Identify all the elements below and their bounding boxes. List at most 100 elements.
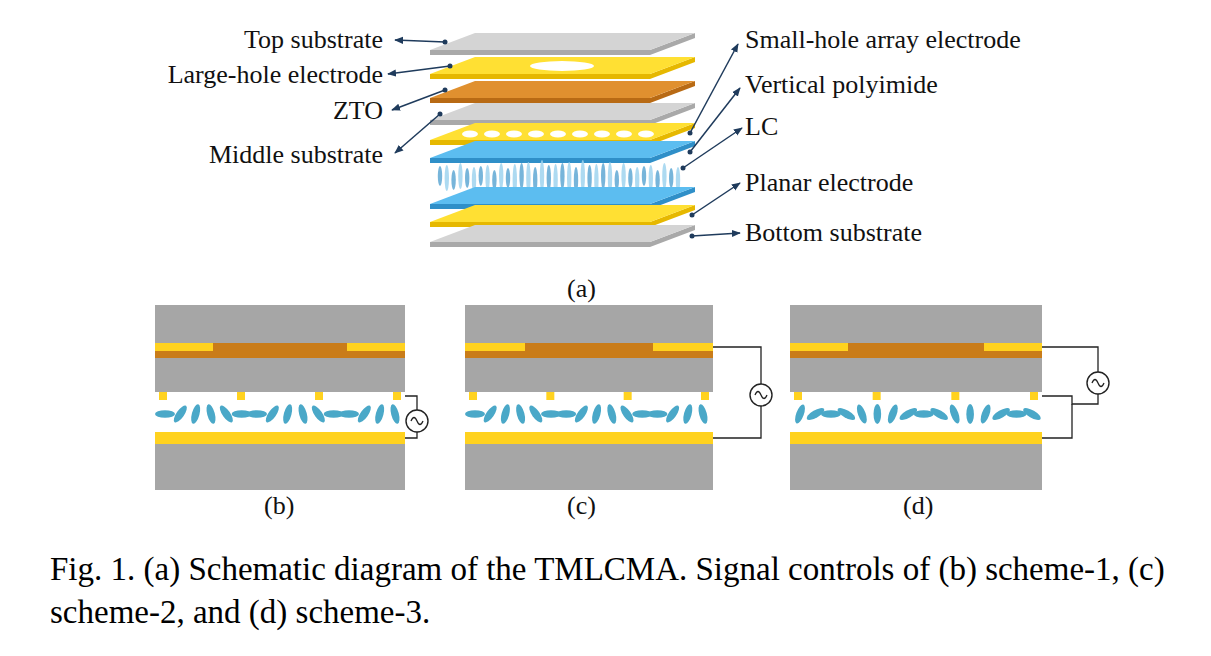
lc-molecule-section [979,403,993,424]
large-hole-electrode-section [790,343,848,351]
small-hole [506,131,522,138]
lc-molecule-section [481,404,499,425]
leader-dot [438,112,443,117]
cross-section-panel [790,305,1109,490]
wire [405,396,417,410]
plate-side [430,205,695,227]
lc-molecule [438,166,442,186]
middle-substrate-section [790,358,1042,392]
zto-section [790,343,1042,358]
panel-label: (c) [567,493,596,519]
large-hole-electrode-section [653,343,713,351]
top-substrate-section [790,305,1042,343]
leader-dot [681,166,686,171]
lc-molecule-section [1007,410,1027,418]
lc-molecule-section [171,404,189,425]
lc-molecule-section [355,404,373,425]
small-hole [528,131,544,138]
small-hole-electrode-section [315,392,323,400]
small-hole-electrode-section [873,392,881,400]
lc-molecule-section [590,403,603,424]
leader-line [683,128,742,168]
ac-symbol [755,392,767,399]
small-hole-electrode-section [1030,392,1038,400]
lc-molecule [519,163,523,189]
zto-section [465,343,713,358]
small-hole-electrode-section [469,392,477,400]
large-hole-electrode-section [347,343,405,351]
part-label: Large-hole electrode [168,62,383,88]
lc-molecule-section [189,403,202,424]
planar-electrode-section [790,432,1042,444]
lc-molecule-section [499,403,512,424]
zto-layer [430,81,695,103]
top-substrate-section [155,305,405,343]
small-hole-electrode-section [546,392,554,400]
plate-top [430,81,695,98]
lc-molecule-section [697,403,710,424]
lc-molecule-section [948,403,962,424]
plate-top [430,103,695,120]
plate-side [430,141,695,163]
lc-molecule [499,163,503,189]
small-hole [484,131,500,138]
small-hole [638,131,654,138]
bottom-substrate [430,225,695,247]
wire [1042,404,1072,438]
small-hole-electrode-section [624,392,632,400]
leader-line [692,183,740,215]
lc-molecule-section [465,410,485,418]
lc-molecule [621,163,625,189]
lc-molecule [479,166,483,186]
lc-molecule-section [339,410,359,418]
small-hole [462,131,478,138]
lc-molecule-section [836,406,857,423]
leader-dot [688,131,693,136]
panel-label: (b) [264,493,294,519]
part-label: Middle substrate [209,142,383,168]
lc-molecule-section [966,404,974,424]
plate-top [430,141,695,158]
plate-top [430,57,695,74]
plate-side [430,103,695,125]
lc-molecule [628,168,632,188]
top-substrate-section [465,305,713,343]
part-label: Bottom substrate [745,220,922,246]
lc-molecule [560,163,564,189]
planar-electrode-section [155,432,405,444]
leader-dot [690,213,695,218]
leader-line [395,40,445,42]
wire [405,432,417,438]
lc-molecule [662,163,666,189]
leader-dot [688,150,693,155]
small-hole-electrode-section [794,392,802,400]
bottom-substrate-section [790,444,1042,490]
leader-line [692,233,740,236]
large-hole-electrode-section [465,343,525,351]
lc-molecule [465,168,469,188]
lc-molecule-section [664,404,682,425]
lc-molecule [642,166,646,186]
middle-substrate [430,103,695,125]
bottom-substrate-section [465,444,713,490]
lc-molecule-section [389,403,402,424]
leader-line [388,66,450,74]
part-label: LC [745,114,778,140]
ac-source [1087,372,1109,394]
plate-top [430,123,695,140]
leader-dot [443,88,448,93]
leader-line [395,114,440,153]
lc-molecule-section [263,404,281,425]
part-label: Small-hole array electrode [745,27,1021,53]
small-hole-electrode-section [701,392,709,400]
lc-molecule-section [682,403,695,424]
lc-molecule-section [205,403,218,424]
part-label: Vertical polyimide [745,72,938,98]
leader-dot [448,64,453,69]
cross-section-panel [465,305,772,490]
lc-molecule-section [821,410,841,418]
wire [1042,394,1098,404]
lc-molecule-section [874,404,882,424]
part-label: Planar electrode [745,170,913,196]
lc-molecule-section [155,410,175,418]
